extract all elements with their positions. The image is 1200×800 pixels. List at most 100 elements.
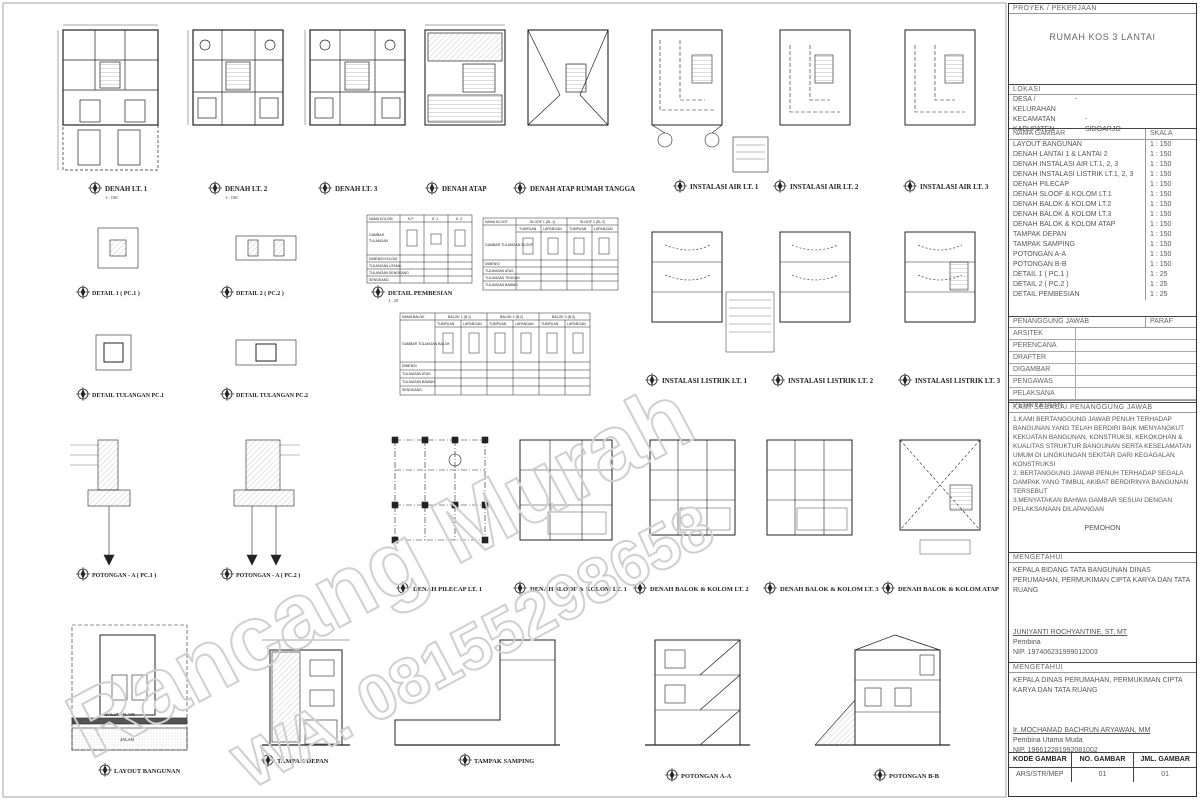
m2-title: KEPALA DINAS PERUMAHAN, PERMUKIMAN CIPTA…	[1013, 677, 1183, 694]
lokasi-row: DESA / KELURAHAN-	[1013, 96, 1078, 113]
pernyataan-intro: KAMI SEBAGAI PENANGGUNG JAWAB	[1009, 403, 1196, 413]
title-detail-2: DETAIL 2 ( PC.2 )	[236, 290, 284, 297]
title-tulangan-2: DETAIL TULANGAN PC.2	[236, 393, 308, 399]
title-listrik-lt1: INSTALASI LISTRIK LT. 1	[662, 377, 748, 385]
svg-text:TUMPUAN: TUMPUAN	[569, 227, 587, 231]
tampak-samping	[394, 639, 560, 746]
title-denah-lt3: DENAH LT. 3	[335, 185, 378, 193]
scale-pembesian: 1 : 25	[388, 298, 399, 303]
svg-text:LAPANGAN: LAPANGAN	[515, 322, 534, 326]
pembesian-title: DETAIL PEMBESIAN 1 : 25	[370, 284, 453, 303]
scale-denah-lt2: 1 : 150	[225, 195, 238, 200]
svg-text:LAPANGAN: LAPANGAN	[567, 322, 586, 326]
title-balok-atap: DENAH BALOK & KOLOM ATAP	[898, 586, 999, 593]
jml-value: 01	[1161, 771, 1170, 778]
m2-nip: NIP. 196612281992081002	[1013, 747, 1098, 754]
lokasi-label: LOKASI	[1009, 85, 1196, 95]
balok-atap-plan	[899, 439, 981, 555]
svg-text:NAMA SLOOF: NAMA SLOOF	[485, 220, 508, 224]
m1-title: KEPALA BIDANG TATA BANGUNAN DINAS PERUMA…	[1013, 567, 1190, 594]
svg-text:BALOK 1 (B.1): BALOK 1 (B.1)	[448, 315, 471, 319]
proyek-name: RUMAH KOS 3 LANTAI	[1049, 32, 1156, 42]
svg-text:SLOOF 1 (SL.1): SLOOF 1 (SL.1)	[530, 220, 555, 224]
title-air-lt2: INSTALASI AIR LT. 2	[790, 183, 859, 191]
svg-text:TULANGAN ATAS: TULANGAN ATAS	[485, 269, 514, 273]
title-denah-lt2: DENAH LT. 2	[225, 185, 268, 193]
pilecap-plan	[391, 436, 489, 544]
title-denah-atap: DENAH ATAP	[442, 185, 487, 193]
struktur-titles: DENAH PILECAP LT. 1 DENAH SLOOF & KOLOM …	[395, 580, 999, 596]
svg-text:DIMENSI: DIMENSI	[485, 262, 500, 266]
svg-text:DIMENSI: DIMENSI	[402, 364, 417, 368]
pernyataan-1: 1.KAMI BERTANGGUNG JAWAB PENUH TERHADAP …	[1013, 416, 1192, 468]
tb-pernyataan: KAMI SEBAGAI PENANGGUNG JAWAB 1.KAMI BER…	[1009, 402, 1196, 552]
title-block: PROYEK / PEKERJAAN RUMAH KOS 3 LANTAI LO…	[1008, 3, 1197, 797]
m1-name: JUNIYANTI ROCHYANTINE, ST, MT	[1013, 629, 1128, 636]
drawing-list-item: DETAIL 2 ( PC.2 )1 : 25	[1009, 280, 1196, 290]
scale-denah-lt1: 1 : 150	[105, 195, 118, 200]
potongan-a	[645, 639, 750, 746]
label-jalan: JALAN	[120, 737, 134, 742]
denah-atap	[424, 24, 506, 126]
svg-text:NAMA BALOK: NAMA BALOK	[402, 315, 425, 319]
svg-text:K. 2: K. 2	[456, 217, 462, 221]
denah-lt1	[57, 24, 159, 171]
svg-text:DIMENSI KOLOM: DIMENSI KOLOM	[369, 257, 397, 261]
tampak-depan	[262, 639, 350, 746]
svg-text:SENGKANG: SENGKANG	[402, 388, 422, 392]
layout-bangunan	[71, 624, 188, 751]
pernyataan-3: 3.MENYATAKAN BAHWA GAMBAR SESUAI DENGAN …	[1013, 497, 1173, 513]
svg-text:SLOOF 2 (SL.2): SLOOF 2 (SL.2)	[580, 220, 605, 224]
svg-text:GAMBAR TULANGAN SLOOF: GAMBAR TULANGAN SLOOF	[485, 243, 533, 247]
pernyataan-label: PERNYATAAN	[1009, 400, 1196, 410]
pj-row: PENGAWAS	[1009, 376, 1196, 388]
pj-row: DRAFTER	[1009, 352, 1196, 364]
label-saluran: SALURAN AIR	[105, 712, 136, 717]
svg-text:K.P: K.P	[408, 217, 414, 221]
title-potongan-pc1: POTONGAN - A ( PC.1 )	[92, 572, 156, 579]
title-denah-atap-tangga: DENAH ATAP RUMAH TANGGA	[530, 185, 635, 193]
title-sloof-kolom: DENAH SLOOF & KOLOM LT. 1	[530, 586, 627, 593]
svg-text:LAPANGAN: LAPANGAN	[543, 227, 562, 231]
m2-name: Ir. MOCHAMAD BACHRUN ARYAWAN, MM	[1013, 727, 1151, 734]
svg-text:TUMPUAN: TUMPUAN	[519, 227, 537, 231]
skala-label: SKALA	[1145, 129, 1196, 139]
svg-text:TUMPUAN: TUMPUAN	[541, 322, 559, 326]
potongan-b	[814, 634, 950, 746]
title-layout: LAYOUT BANGUNAN	[114, 768, 181, 775]
title-denah-lt1: DENAH LT. 1	[105, 185, 148, 193]
svg-text:TULANGAN SENGKANG: TULANGAN SENGKANG	[369, 271, 409, 275]
svg-text:GAMBAR: GAMBAR	[369, 233, 385, 237]
title-tampak-samping: TAMPAK SAMPING	[474, 758, 534, 765]
bottom-titles: LAYOUT BANGUNAN TAMPAK DEPAN TAMPAK SAMP…	[97, 752, 940, 783]
denah-lt2	[187, 29, 284, 126]
tb-proyek: PROYEK / PEKERJAAN RUMAH KOS 3 LANTAI	[1009, 4, 1196, 84]
title-potongan-b: POTONGAN B-B	[889, 773, 940, 780]
title-air-lt3: INSTALASI AIR LT. 3	[920, 183, 989, 191]
sloof-plan	[519, 439, 613, 541]
plan-titles: DENAH LT. 1 1 : 150 DENAH LT. 2 1 : 150 …	[87, 180, 635, 200]
title-listrik-lt2: INSTALASI LISTRIK LT. 2	[788, 377, 874, 385]
m2-rank: Pembina Utama Muda	[1013, 737, 1083, 744]
paraf-label: PARAF	[1145, 317, 1196, 327]
struktur-plans	[391, 436, 981, 555]
svg-text:TULANGAN TENGAH: TULANGAN TENGAH	[485, 276, 520, 280]
tb-kode: KODE GAMBAR NO. GAMBAR JML. GAMBAR ARS/S…	[1009, 752, 1197, 798]
pj-row: ARSITEK	[1009, 328, 1196, 340]
title-tampak-depan: TAMPAK DEPAN	[277, 758, 329, 765]
proyek-label: PROYEK / PEKERJAAN	[1009, 4, 1196, 14]
table-kolom-text: NAMA KOLOM K.P K. 1 K. 2 GAMBAR TULANGAN…	[369, 217, 462, 282]
